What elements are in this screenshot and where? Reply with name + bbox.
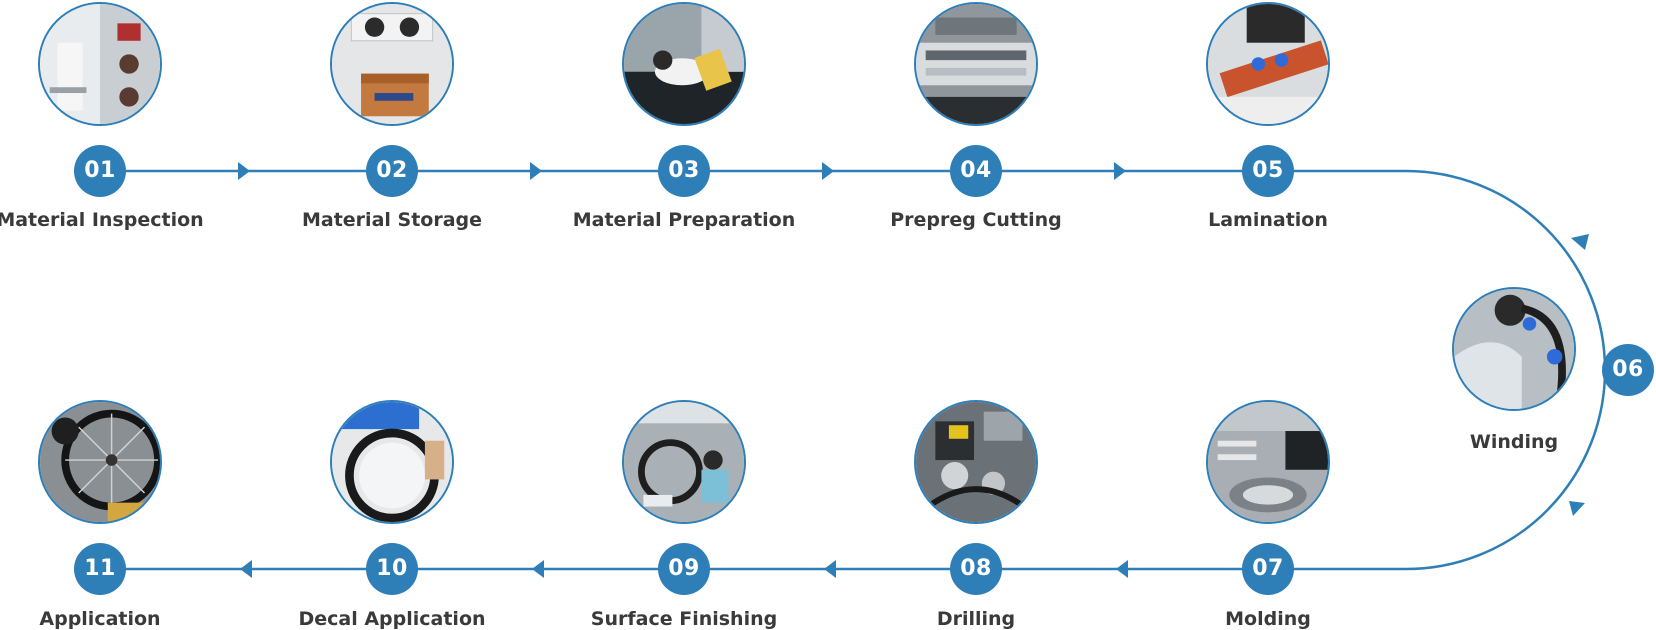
step-01-label: Material Inspection [0,209,240,231]
step-04-badge: 04 [950,145,1002,197]
step-04-label: Prepreg Cutting [836,209,1116,231]
step-09-badge: 09 [658,543,710,595]
step-02-badge: 02 [366,145,418,197]
step-05-badge: 05 [1242,145,1294,197]
arrow-05-06 [1571,234,1589,250]
inspection-machine-icon [40,4,160,124]
molding-icon [1208,402,1328,522]
step-07-photo [1206,400,1330,524]
arrow-04-05 [1114,162,1126,180]
lamination-icon [1208,4,1328,124]
step-11-badge: 11 [74,543,126,595]
step-06-badge: 06 [1602,344,1654,396]
arrow-10-11 [240,560,252,578]
arrow-09-10 [532,560,544,578]
step-05-label: Lamination [1128,209,1408,231]
step-09-label: Surface Finishing [544,608,824,630]
step-01-photo [38,2,162,126]
drilling-machine-icon [916,402,1036,522]
storage-boxes-icon [332,4,452,124]
step-10-label: Decal Application [252,608,532,630]
step-10-badge: 10 [366,543,418,595]
step-06-photo [1452,287,1576,411]
arrow-06-07 [1569,501,1585,516]
arrow-07-08 [1116,560,1128,578]
step-04-photo [914,2,1038,126]
prepreg-cutting-machine-icon [916,4,1036,124]
step-01-badge: 01 [74,145,126,197]
surface-finishing-icon [624,402,744,522]
step-08-badge: 08 [950,543,1002,595]
arrow-03-04 [822,162,834,180]
material-preparation-icon [624,4,744,124]
step-11-label: Application [0,608,240,630]
step-03-label: Material Preparation [544,209,824,231]
step-10-photo [330,400,454,524]
winding-icon [1454,289,1574,409]
step-09-photo [622,400,746,524]
step-08-photo [914,400,1038,524]
step-06-label: Winding [1374,431,1654,453]
step-11-photo [38,400,162,524]
arrow-01-02 [238,162,250,180]
step-07-badge: 07 [1242,543,1294,595]
step-02-photo [330,2,454,126]
step-07-label: Molding [1128,608,1408,630]
step-08-label: Drilling [836,608,1116,630]
decal-application-icon [332,402,452,522]
step-02-label: Material Storage [252,209,532,231]
step-05-photo [1206,2,1330,126]
wheel-application-icon [40,402,160,522]
arrow-02-03 [530,162,542,180]
step-03-badge: 03 [658,145,710,197]
step-03-photo [622,2,746,126]
arrow-08-09 [824,560,836,578]
